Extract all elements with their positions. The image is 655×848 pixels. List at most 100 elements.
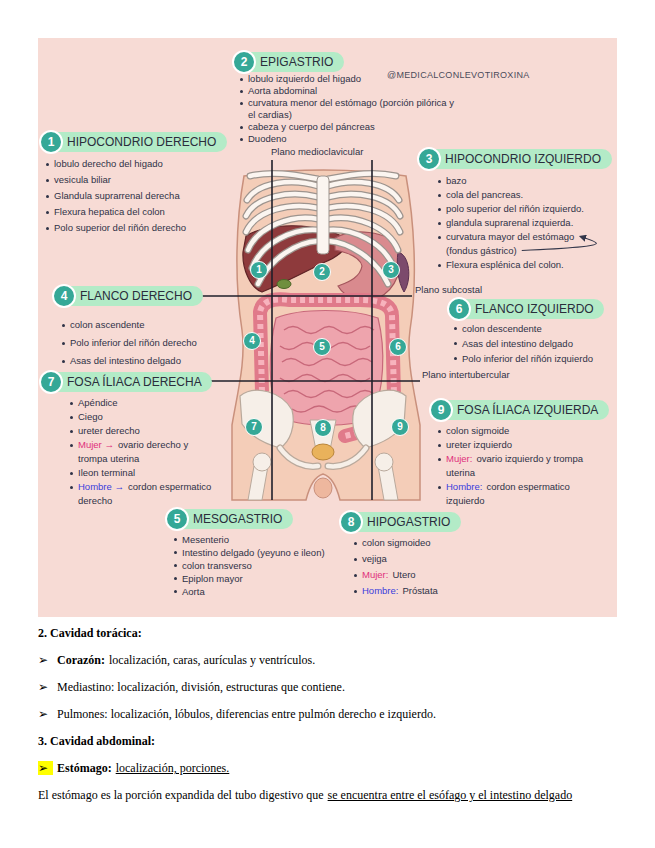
text-line: Aorta	[172, 585, 340, 598]
region-number: 5	[165, 507, 189, 531]
node-text: 5	[174, 512, 181, 526]
bullet-dot	[70, 472, 73, 475]
node-text: FLANCO DERECHO	[80, 289, 192, 303]
organ-item: lobulo izquierdo del higado	[248, 73, 361, 84]
text-line: ureter izquierdo	[436, 438, 606, 452]
text-line: ➢Estómago:localización, porciones.	[38, 755, 648, 782]
callout-number: 8	[314, 419, 332, 437]
region-number: 2	[232, 50, 256, 74]
document-text: Estómago:	[57, 761, 112, 775]
organ-item: Mujer:	[446, 453, 472, 464]
text-line: ureter derecho	[68, 424, 213, 438]
node-text: 9	[438, 403, 445, 417]
region-number: 7	[39, 370, 63, 394]
text-line: Epiplon mayor	[172, 572, 340, 585]
callout-number: 3	[382, 261, 400, 279]
organ-item: Mujer:	[362, 569, 388, 580]
region-number: 3	[417, 147, 441, 171]
rib-outline	[246, 173, 400, 284]
node-text: EPIGASTRIO	[260, 55, 333, 69]
bullet-dot	[438, 222, 441, 225]
text-line: Asas del intestino delgado	[452, 336, 617, 351]
bullet-dot	[354, 590, 357, 593]
text-line: Flexura hepatica del colon	[44, 204, 224, 220]
node-text: HIPOCONDRIO DERECHO	[67, 135, 216, 149]
bullet-dot	[46, 211, 49, 214]
text-line: El estómago es la porción expandida del …	[38, 782, 648, 809]
text-line: Plano intertubercular	[422, 369, 537, 380]
bullet-dot	[62, 360, 65, 363]
bullet-dot	[240, 90, 243, 93]
document-text-group: 2. Cavidad torácica:➢Corazón:localizació…	[38, 620, 648, 809]
text-line: cola del pancreas.	[436, 188, 601, 202]
organ-item-group: colon sigmoideureter izquierdoMujer:ovar…	[436, 424, 606, 508]
node-text: 6	[456, 302, 463, 316]
text-line: lobulo izquierdo del higado	[238, 73, 458, 85]
bullet-dot	[70, 402, 73, 405]
organ-item: Hombre:	[362, 585, 398, 596]
organ-item: Hombre:	[446, 481, 482, 492]
organ-item-group: lobulo derecho del higadovesicula biliar…	[44, 156, 224, 236]
callout-number: 1	[250, 261, 268, 279]
bladder	[312, 444, 334, 460]
pubis-outline	[328, 448, 366, 466]
text-line: Ileon terminal	[68, 466, 213, 480]
bullet-dot	[174, 538, 177, 541]
text-line: ➢Mediastino: localización, división, est…	[38, 674, 648, 701]
node-text: MESOGASTRIO	[193, 512, 282, 526]
femur	[378, 466, 398, 500]
node-text: 7	[48, 375, 55, 389]
organ-item: colon transverso	[182, 560, 252, 571]
organ-item: Polo superior del riñón derecho	[54, 222, 186, 233]
bullet-dot	[240, 126, 243, 129]
bullet-dot	[70, 416, 73, 419]
organ-item: Asas del intestino delgado	[462, 338, 573, 349]
organ-item: colon ascendente	[70, 319, 144, 330]
femur-head	[375, 453, 393, 471]
plane-label: Plano medioclavicular	[271, 146, 363, 157]
text-line: Ciego	[68, 410, 213, 424]
plane-line	[198, 295, 412, 297]
intestine-loop	[284, 327, 374, 334]
node-text: 2	[319, 266, 325, 277]
node-text: 2	[241, 55, 248, 69]
rib	[246, 173, 400, 284]
organ-item: ureter derecho	[78, 425, 140, 436]
node-text: FOSA ÍLIACA IZQUIERDA	[457, 403, 598, 417]
bullet-dot	[62, 342, 65, 345]
region-number: 4	[52, 284, 76, 308]
callout-number: 6	[389, 338, 407, 356]
pubis-bone	[280, 448, 318, 466]
node-text: 7	[251, 421, 257, 432]
watermark: @MEDICALCONLEVOTIROXINA	[387, 70, 530, 80]
text-line: Mujer →ovario derecho y trompa uterina	[68, 438, 213, 466]
plane-label-group: Plano intertubercular	[422, 369, 537, 380]
text-line: curvatura menor del estómago (porción pi…	[238, 97, 458, 121]
bullet-dot	[438, 444, 441, 447]
text-line: Hombre:Próstata	[352, 583, 512, 599]
organ-item: Intestino delgado (yeyuno e ileon)	[182, 547, 325, 558]
bullet-dot	[70, 430, 73, 433]
plane-line	[271, 160, 273, 500]
region-heading: FLANCO DERECHO 4	[55, 286, 203, 306]
text-line: bazo	[436, 174, 601, 188]
pubis-outline	[280, 448, 318, 466]
node-text: 5	[319, 341, 325, 352]
bullet-dot	[174, 577, 177, 580]
bullet-dot	[438, 458, 441, 461]
document-text: 3. Cavidad abdominal:	[38, 734, 155, 748]
organ-item: cabeza y cuerpo del páncreas	[248, 121, 375, 132]
region-heading: FLANCO IZQUIERDO6	[450, 299, 604, 319]
torso	[232, 170, 420, 500]
text-line: cabeza y cuerpo del páncreas	[238, 121, 458, 133]
text-line: Mujer:Utero	[352, 567, 512, 583]
region-number: 6	[447, 297, 471, 321]
text-line: glandula suprarenal izquierda.	[436, 216, 601, 230]
bullet-dot	[46, 179, 49, 182]
bullet-dot	[46, 195, 49, 198]
node-text: 1	[48, 135, 55, 149]
organ-item-group: MesenterioIntestino delgado (yeyuno e il…	[172, 533, 340, 598]
organ-item: curvatura mayor del estómago (fondus gás…	[446, 231, 574, 256]
organ-item: colon descendente	[462, 323, 542, 334]
bullet-dot	[438, 486, 441, 489]
